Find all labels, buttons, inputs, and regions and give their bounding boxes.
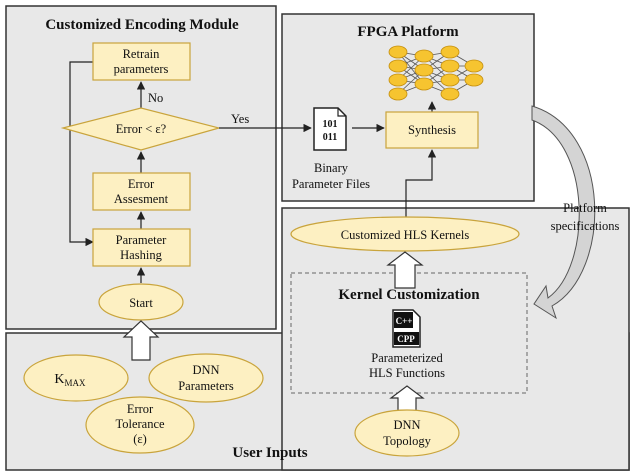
kmax-sub: MAX: [65, 378, 87, 388]
platform-specs-label-1: Platform: [563, 201, 607, 215]
inputs-to-start-arrow: [122, 320, 160, 361]
dnn-parameters-label-2: Parameters: [178, 379, 234, 393]
parameterized-label-2: HLS Functions: [369, 366, 445, 380]
kmax-main: K: [54, 372, 64, 387]
kmax-node: [23, 354, 129, 402]
retrain-label-1: Retrain: [123, 47, 161, 61]
error-assessment-label-1: Error: [128, 177, 155, 191]
parameter-hashing-label-1: Parameter: [116, 233, 168, 247]
fpga-platform-title: FPGA Platform: [357, 24, 459, 40]
file-icon-line-1: 101: [323, 119, 338, 130]
kernel-customization-title: Kernel Customization: [338, 287, 480, 303]
cpp-icon-top-label: C++: [396, 316, 413, 326]
cpp-icon-bottom-label: CPP: [397, 334, 415, 344]
synthesis-label: Synthesis: [408, 123, 456, 137]
platform-specs-curved-arrow: [531, 105, 596, 320]
retrain-label-2: parameters: [114, 62, 169, 76]
error-tolerance-node: [85, 396, 195, 454]
synthesis-box: [385, 111, 479, 149]
yes-label: Yes: [231, 112, 249, 126]
neural-network-icon: [388, 45, 484, 101]
hls-kernels-node: [290, 216, 520, 252]
hls-kernels-label: Customized HLS Kernels: [341, 228, 470, 242]
error-assessment-label-2: Assesment: [114, 192, 169, 206]
parameterized-label-1: Parameterized: [371, 351, 443, 365]
dnn-topology-label-1: DNN: [393, 418, 420, 432]
kernel-customization-box: [290, 272, 528, 394]
dnn-topology-label-2: Topology: [383, 434, 431, 448]
topology-to-functions-arrow: [389, 385, 425, 413]
error-assessment-box: [92, 172, 191, 211]
parameter-hashing-label-2: Hashing: [120, 248, 162, 262]
kernels-to-synthesis-line: [405, 149, 437, 218]
parameter-hashing-box: [92, 228, 191, 267]
file-icon-line-2: 011: [323, 132, 337, 143]
dnn-parameters-node: [148, 353, 264, 403]
encoding-module-title: Customized Encoding Module: [45, 17, 239, 33]
user-inputs-title: User Inputs: [232, 445, 307, 461]
no-label: No: [148, 91, 163, 105]
no-loop-line: [69, 61, 94, 247]
binary-files-label-2: Parameter Files: [292, 177, 370, 191]
error-tolerance-label-2: Tolerance: [115, 417, 165, 431]
decision-label: Error < ε?: [116, 122, 167, 136]
error-tolerance-label-3: (ε): [133, 432, 147, 446]
platform-specs-label-2: specifications: [551, 219, 620, 233]
retrain-parameters-box: [92, 42, 191, 81]
error-tolerance-label-1: Error: [127, 402, 154, 416]
dnn-topology-node: [354, 409, 460, 457]
start-node: [98, 283, 184, 321]
cpp-file-icon: C++ CPP: [392, 309, 421, 348]
kmax-label: KMAX: [54, 372, 86, 388]
start-label: Start: [129, 296, 153, 310]
customization-to-kernels-arrow: [386, 251, 424, 289]
binary-files-label-1: Binary: [314, 161, 349, 175]
binary-file-icon: 101 011: [313, 107, 347, 151]
dnn-parameters-label-1: DNN: [192, 363, 219, 377]
